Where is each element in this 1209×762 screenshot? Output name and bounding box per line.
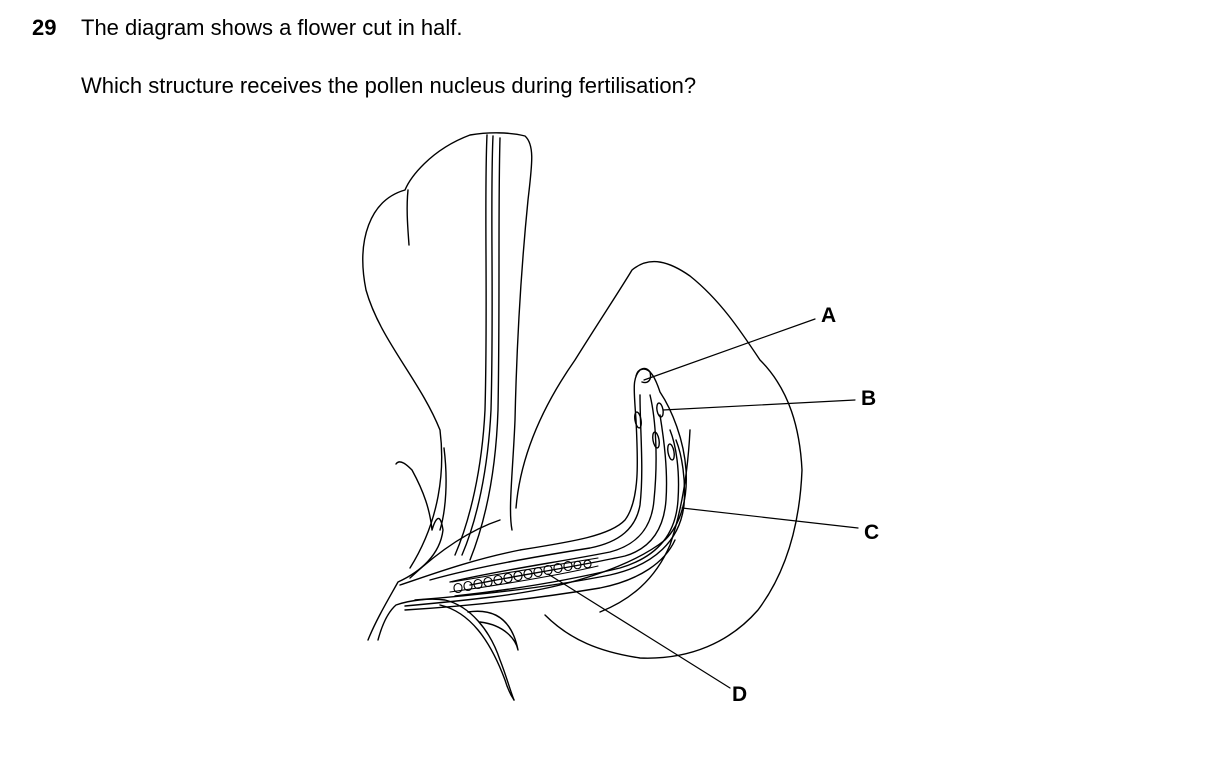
- stigma: [635, 367, 652, 384]
- column-outer-top: [399, 368, 688, 607]
- column-base: [404, 539, 676, 611]
- question-stem: The diagram shows a flower cut in half.: [81, 15, 463, 40]
- anther-2: [634, 411, 642, 429]
- anther-4: [667, 443, 675, 461]
- standard-fold-2: [461, 135, 494, 556]
- column-inner-4: [454, 429, 680, 597]
- standard-lower-curve: [439, 447, 447, 531]
- label-d: D: [732, 683, 747, 706]
- question-prompt: Which structure receives the pollen nucl…: [81, 73, 697, 98]
- keel-petal: [515, 261, 803, 659]
- sepal-lower-hook: [467, 610, 519, 651]
- ovules: [449, 557, 599, 594]
- anther-3: [652, 431, 660, 449]
- stalk-lower: [377, 598, 515, 701]
- column-inner-1: [429, 394, 643, 581]
- label-line-c: [681, 507, 859, 529]
- standard-fold-3: [469, 137, 501, 561]
- column-inner-5: [414, 439, 686, 601]
- label-line-d: [547, 573, 731, 689]
- standard-petal: [362, 132, 533, 569]
- keel-inner-curve: [599, 429, 691, 613]
- label-line-a: [643, 318, 816, 381]
- standard-inner-edge: [406, 189, 410, 246]
- sepal-left: [367, 461, 444, 641]
- sepal-lower-inner: [439, 604, 515, 701]
- standard-fold-1: [454, 134, 488, 556]
- column-inner-2: [449, 394, 657, 583]
- question-number: 29: [32, 15, 57, 40]
- label-c: C: [864, 521, 879, 544]
- label-a: A: [821, 304, 836, 327]
- column-inner-3: [469, 414, 668, 586]
- label-b: B: [861, 387, 876, 410]
- label-line-b: [662, 399, 856, 411]
- column-top-left: [409, 519, 501, 579]
